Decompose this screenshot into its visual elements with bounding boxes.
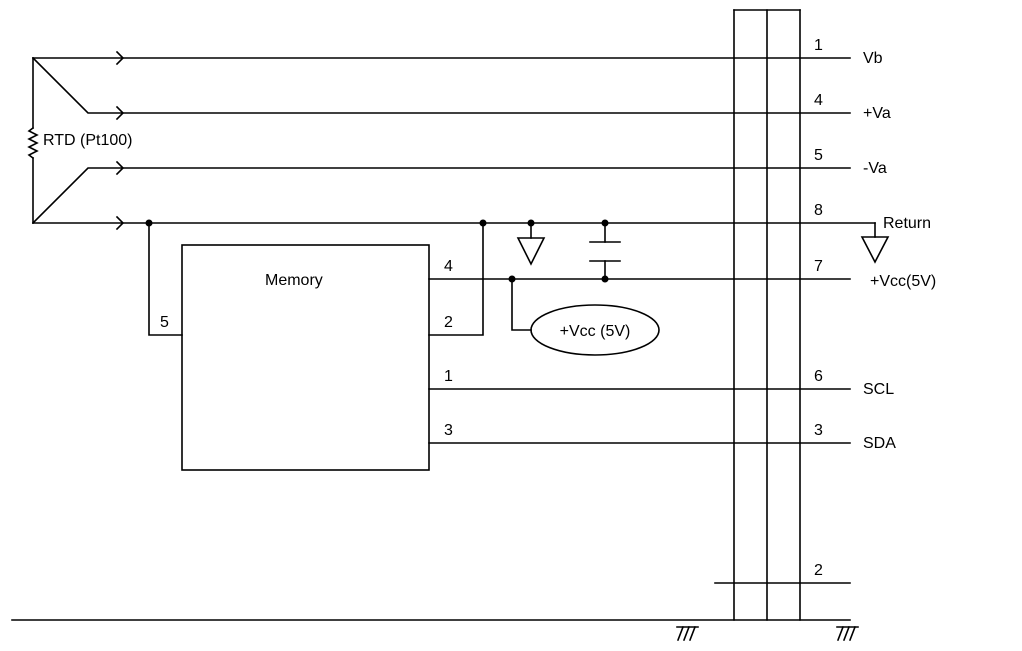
junction-dot-icon xyxy=(601,219,609,227)
junction-dot-icon xyxy=(145,219,153,227)
connector-pin-number: 2 xyxy=(814,562,823,579)
chassis-ground-icon xyxy=(676,625,699,642)
connector-pin-number: 5 xyxy=(814,147,823,164)
ground-arrow-icon xyxy=(516,237,546,266)
connector-pin-number: 8 xyxy=(814,202,823,219)
ground-arrow-icon xyxy=(860,236,890,264)
memory-label: Memory xyxy=(265,272,323,289)
junction-dot-icon xyxy=(479,219,487,227)
supply-bubble xyxy=(530,304,660,356)
signal-name-return: Return xyxy=(883,215,931,232)
signal-name-sda: SDA xyxy=(863,435,896,452)
junction-dot-icon xyxy=(601,275,609,283)
signal-arrow-icon xyxy=(115,160,125,176)
signal-name-vcc: +Vcc(5V) xyxy=(870,273,936,290)
memory-pin-2: 2 xyxy=(444,314,453,331)
supply-bubble-label: +Vcc (5V) xyxy=(560,323,631,340)
signal-arrow-icon xyxy=(115,105,125,121)
signal-name-minus-va: -Va xyxy=(863,160,887,177)
memory-pin-1: 1 xyxy=(444,368,453,385)
junction-dots xyxy=(145,219,609,283)
wire-mem-pin5 xyxy=(148,222,183,336)
signal-arrow-icon xyxy=(115,50,125,66)
connector-pin-numbers: 1 4 5 8 7 6 3 2 xyxy=(814,37,823,579)
connector-pin-number: 7 xyxy=(814,258,823,275)
rtd-sensor: RTD (Pt100) xyxy=(27,57,133,224)
wire-plus-va xyxy=(31,56,851,114)
connector-pin-number: 1 xyxy=(814,37,823,54)
signal-name-vb: Vb xyxy=(863,50,883,67)
signal-name-scl: SCL xyxy=(863,381,894,398)
connector-block xyxy=(733,9,801,621)
junction-dot-icon xyxy=(527,219,535,227)
signal-arrow-icon xyxy=(115,215,125,231)
connector-pin-number: 6 xyxy=(814,368,823,385)
wire-vcc-bubble xyxy=(511,278,532,331)
signal-name-plus-va: +Va xyxy=(863,105,891,122)
memory-pin-3: 3 xyxy=(444,422,453,439)
chassis-ground-icon xyxy=(836,625,859,642)
memory-chip: Memory xyxy=(181,244,430,471)
memory-pin-4: 4 xyxy=(444,258,453,275)
signal-names: Vb +Va -Va Return +Vcc(5V) SCL SDA xyxy=(863,50,936,452)
memory-pin-5: 5 xyxy=(160,314,169,331)
junction-dot-icon xyxy=(508,275,516,283)
wire-mem-pin2 xyxy=(428,222,484,336)
connector-pin-number: 3 xyxy=(814,422,823,439)
rtd-label: RTD (Pt100) xyxy=(43,132,133,149)
wire-minus-va xyxy=(31,167,851,225)
capacitor-icon xyxy=(589,222,621,280)
resistor-icon xyxy=(27,126,39,160)
memory-body xyxy=(181,244,430,471)
connector-pin-number: 4 xyxy=(814,92,823,109)
